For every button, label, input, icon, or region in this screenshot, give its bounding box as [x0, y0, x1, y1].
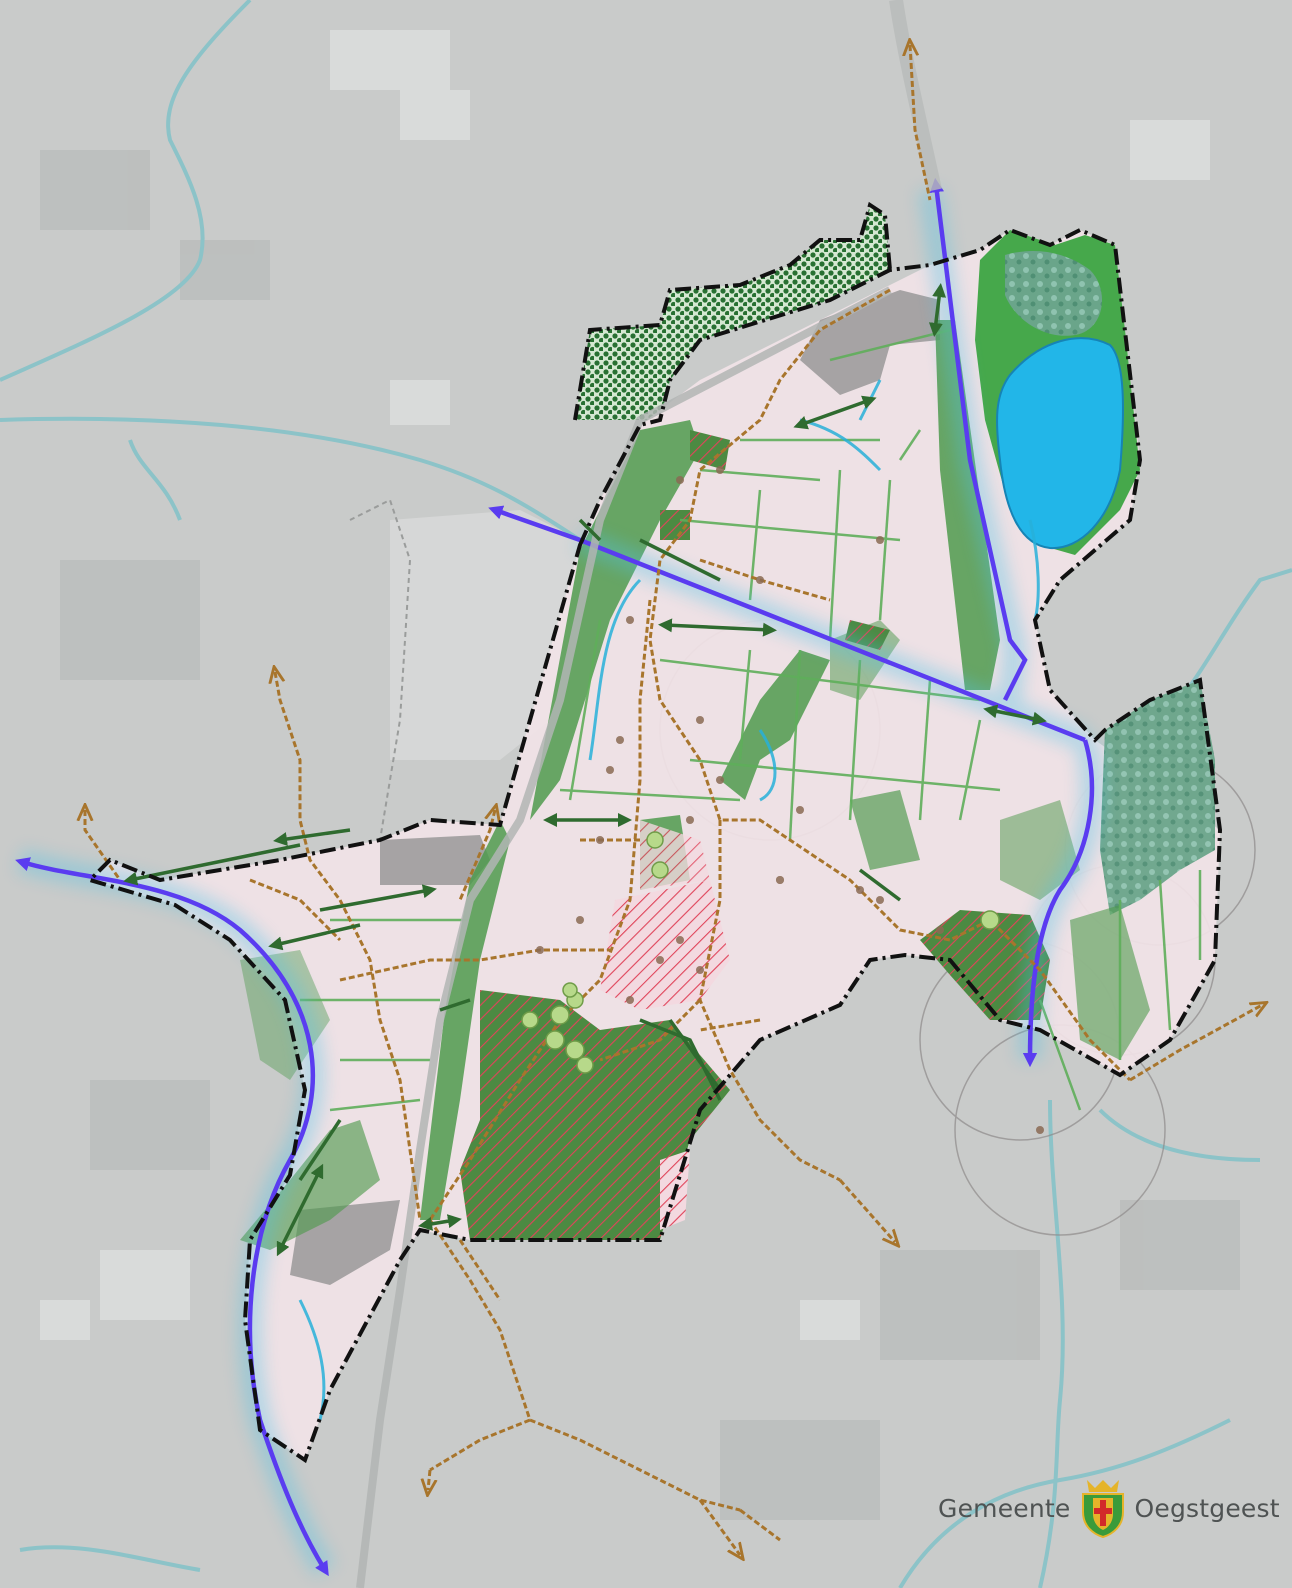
route-north [929, 177, 1028, 702]
route-crossing [488, 505, 1086, 743]
plan-boundary-north [573, 201, 892, 421]
internal-lanes [300, 328, 1202, 1112]
logo-text-right: Oegstgeest [1134, 1493, 1280, 1523]
main-water-routes [15, 177, 1095, 1577]
nature-area-north[interactable] [575, 205, 890, 420]
wetland-park-east[interactable] [1100, 680, 1215, 915]
municipal-crest-icon [1081, 1480, 1124, 1538]
lake-park[interactable] [975, 230, 1140, 555]
tree-markers [521, 466, 1044, 1134]
cycle-routes [85, 45, 1262, 1555]
logo-text-left: Gemeente [938, 1493, 1071, 1523]
green-connections [123, 283, 1047, 1257]
forest-development-south[interactable] [460, 820, 730, 1240]
rail-line [356, 286, 892, 1588]
plan-boundary [86, 227, 1223, 1464]
lake [996, 337, 1124, 550]
municipality-logo: Gemeente Oegstgeest [938, 1478, 1280, 1538]
route-east [1022, 739, 1095, 1068]
